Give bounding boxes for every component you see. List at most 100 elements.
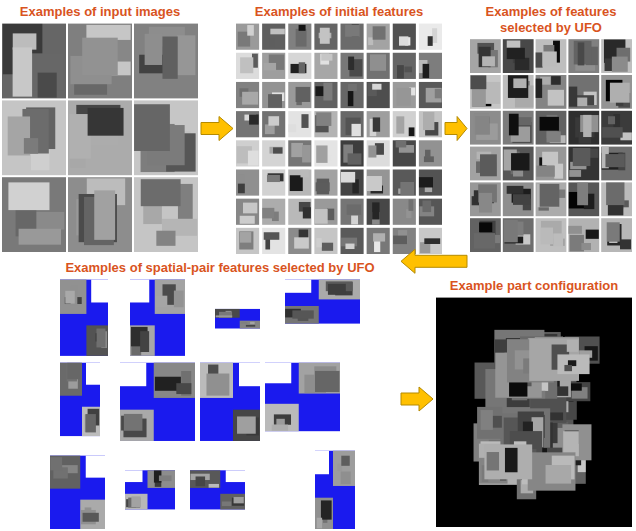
image-tile xyxy=(314,53,337,79)
image-tile xyxy=(301,114,308,128)
image-tile xyxy=(419,82,442,108)
image-tile xyxy=(86,325,108,356)
image-tile xyxy=(148,470,176,488)
image-tile xyxy=(290,175,303,191)
image-tile xyxy=(268,173,284,181)
arrow-shape xyxy=(201,117,233,141)
image-tile xyxy=(475,116,490,135)
image-tile xyxy=(288,53,311,79)
image-tile xyxy=(568,218,599,252)
image-tile xyxy=(13,47,32,96)
image-tile xyxy=(564,365,572,371)
image-tile xyxy=(345,244,354,249)
panel-heading: Examples of spatial-pair features select… xyxy=(40,260,400,276)
image-tile xyxy=(60,280,108,356)
image-tile xyxy=(316,145,327,162)
image-tile xyxy=(536,79,543,98)
image-tile xyxy=(156,296,168,307)
image-tile xyxy=(265,363,291,384)
image-tile xyxy=(242,92,258,105)
image-tile xyxy=(13,33,37,49)
image-tile xyxy=(264,232,280,240)
image-tile xyxy=(590,149,599,158)
image-tile xyxy=(393,228,416,254)
image-tile xyxy=(134,24,198,99)
image-tile xyxy=(419,53,442,79)
image-tile xyxy=(568,111,599,145)
image-tile xyxy=(551,76,561,85)
image-tile xyxy=(50,456,80,489)
image-tile xyxy=(568,182,599,216)
image-tile xyxy=(393,169,416,195)
image-tile xyxy=(162,37,177,79)
image-tile xyxy=(265,124,275,134)
image-tile xyxy=(503,39,534,73)
image-tile xyxy=(482,56,495,66)
image-tile xyxy=(480,221,496,235)
image-tile xyxy=(542,152,558,166)
image-tile xyxy=(373,233,385,241)
image-tile xyxy=(270,29,284,35)
image-tile xyxy=(341,24,364,50)
image-tile xyxy=(262,169,285,195)
image-tile xyxy=(200,363,260,441)
image-tile xyxy=(574,41,592,65)
image-tile xyxy=(243,203,257,214)
image-tile xyxy=(236,169,259,195)
image-tile xyxy=(470,147,501,181)
image-tile xyxy=(236,140,259,166)
image-tile xyxy=(124,414,143,431)
image-tile xyxy=(262,111,285,137)
image-tile xyxy=(321,54,332,61)
image-tile xyxy=(553,233,563,246)
image-tile xyxy=(568,75,599,109)
image-tile xyxy=(159,475,172,481)
image-tile xyxy=(262,228,285,254)
image-tile xyxy=(367,199,390,225)
image-tile xyxy=(327,209,334,221)
image-tile xyxy=(299,62,305,73)
image-tile xyxy=(232,498,244,506)
panel-heading: Examples of input images xyxy=(0,4,200,20)
image-tile xyxy=(236,199,259,225)
image-tile xyxy=(577,183,588,205)
image-tile xyxy=(19,229,61,245)
image-tile xyxy=(546,465,572,484)
image-tile xyxy=(317,518,322,529)
image-tile xyxy=(238,184,245,194)
image-tile xyxy=(536,39,567,73)
image-tile xyxy=(288,111,311,137)
image-tile xyxy=(515,58,530,70)
image-tile xyxy=(236,228,259,254)
image-tile xyxy=(422,200,431,212)
image-tile xyxy=(540,117,559,131)
image-tile xyxy=(285,306,319,324)
image-tile xyxy=(190,470,220,488)
image-tile xyxy=(367,176,382,191)
image-tile xyxy=(397,88,411,106)
image-tile xyxy=(347,204,361,214)
image-tile xyxy=(341,111,364,137)
image-tile xyxy=(508,75,528,98)
image-tile xyxy=(68,24,132,99)
image-tile xyxy=(302,145,311,162)
image-tile xyxy=(368,145,376,157)
panel-heading: Example part configuration xyxy=(434,278,634,294)
image-tile xyxy=(314,82,337,108)
image-tile xyxy=(145,34,163,65)
image-tile xyxy=(341,140,364,166)
image-tile xyxy=(269,39,275,47)
image-tile xyxy=(536,147,567,181)
image-tile xyxy=(234,497,244,503)
image-tile xyxy=(314,111,337,137)
image-tile xyxy=(91,280,108,303)
flow-arrow xyxy=(445,117,467,141)
image-tile xyxy=(554,164,563,179)
image-tile xyxy=(601,39,632,73)
image-tile xyxy=(504,220,518,242)
image-tile xyxy=(215,309,260,329)
image-tile xyxy=(321,500,332,519)
image-tile xyxy=(507,48,525,59)
image-tile xyxy=(605,154,624,167)
image-tile xyxy=(507,186,524,194)
